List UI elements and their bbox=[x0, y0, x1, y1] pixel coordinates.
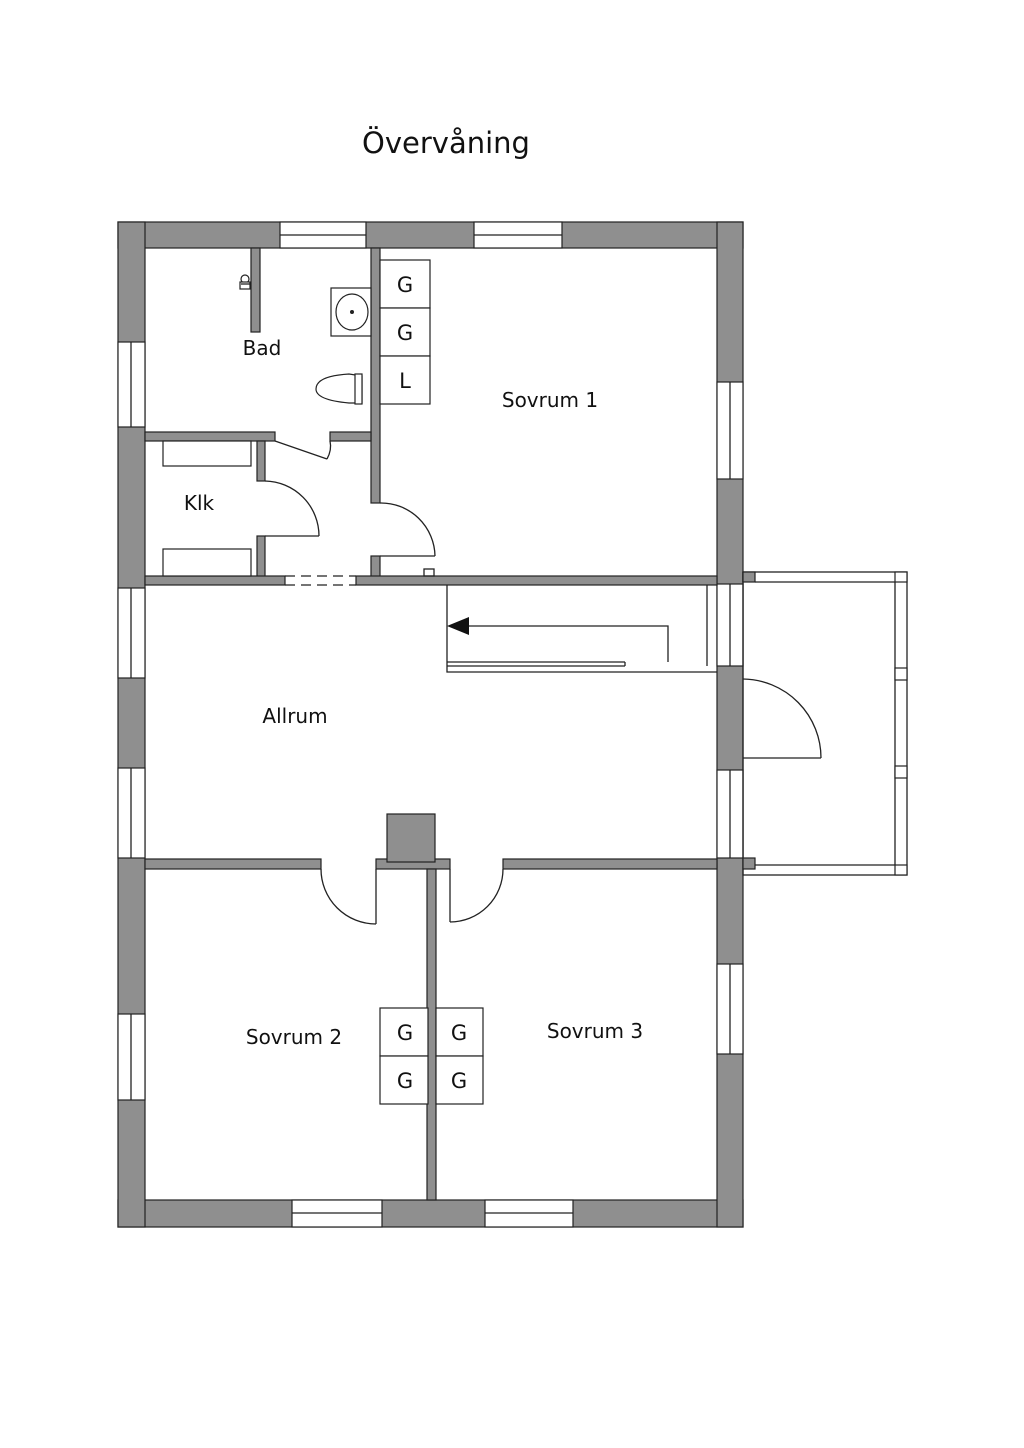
wall-top bbox=[117, 221, 744, 249]
storage-label: G bbox=[397, 273, 413, 297]
kitchen-counter-top bbox=[162, 440, 252, 467]
balcony bbox=[742, 571, 908, 876]
shower-icon bbox=[239, 274, 251, 290]
stair-arrow-head bbox=[447, 617, 469, 635]
room-label-klk: Klk bbox=[184, 491, 215, 515]
stair-arrow-line bbox=[466, 625, 669, 662]
room-label-sovrum3: Sovrum 3 bbox=[547, 1019, 643, 1043]
chimney bbox=[386, 813, 436, 863]
floor-title: Övervåning bbox=[362, 126, 530, 160]
room-label-allrum: Allrum bbox=[262, 704, 327, 728]
windows bbox=[117, 221, 744, 1228]
wall-bad-hall bbox=[329, 431, 372, 442]
interior-walls bbox=[144, 247, 718, 1201]
wall-klk-hall-upper bbox=[256, 440, 266, 482]
storage-label: G bbox=[397, 1021, 413, 1045]
wall-bad-klk bbox=[144, 431, 276, 442]
storage-label: G bbox=[451, 1069, 467, 1093]
kitchen-counter-bottom bbox=[162, 548, 252, 577]
door-bad bbox=[274, 440, 328, 460]
doors bbox=[264, 440, 822, 925]
wall-right bbox=[716, 221, 744, 1228]
room-label-sovrum1: Sovrum 1 bbox=[502, 388, 598, 412]
wall-allrum-sovrum3-right bbox=[502, 858, 718, 870]
toilet bbox=[315, 373, 363, 404]
staircase bbox=[423, 568, 717, 673]
storage-label: G bbox=[451, 1021, 467, 1045]
wall-bottom bbox=[117, 1199, 744, 1228]
wall-hall-sovrum1 bbox=[370, 555, 381, 579]
storage-boxes: G G L G G G G bbox=[379, 259, 484, 1105]
storage-label: G bbox=[397, 1069, 413, 1093]
bathroom-fixtures bbox=[239, 274, 372, 405]
storage-label: G bbox=[397, 321, 413, 345]
storage-label: L bbox=[399, 369, 411, 393]
wall-klk-allrum bbox=[144, 575, 286, 586]
wall-bad-sovrum1 bbox=[370, 247, 381, 504]
wall-klk-hall-lower bbox=[256, 535, 266, 579]
shower-partition bbox=[250, 247, 261, 333]
wall-hall-allrum bbox=[355, 575, 718, 586]
room-label-bad: Bad bbox=[243, 336, 282, 360]
room-label-sovrum2: Sovrum 2 bbox=[246, 1025, 342, 1049]
kitchen-fixtures bbox=[162, 440, 252, 577]
wall-allrum-sovrum2-left bbox=[144, 858, 322, 870]
room-labels: Bad Klk Sovrum 1 Allrum Sovrum 2 Sovrum … bbox=[184, 336, 643, 1049]
